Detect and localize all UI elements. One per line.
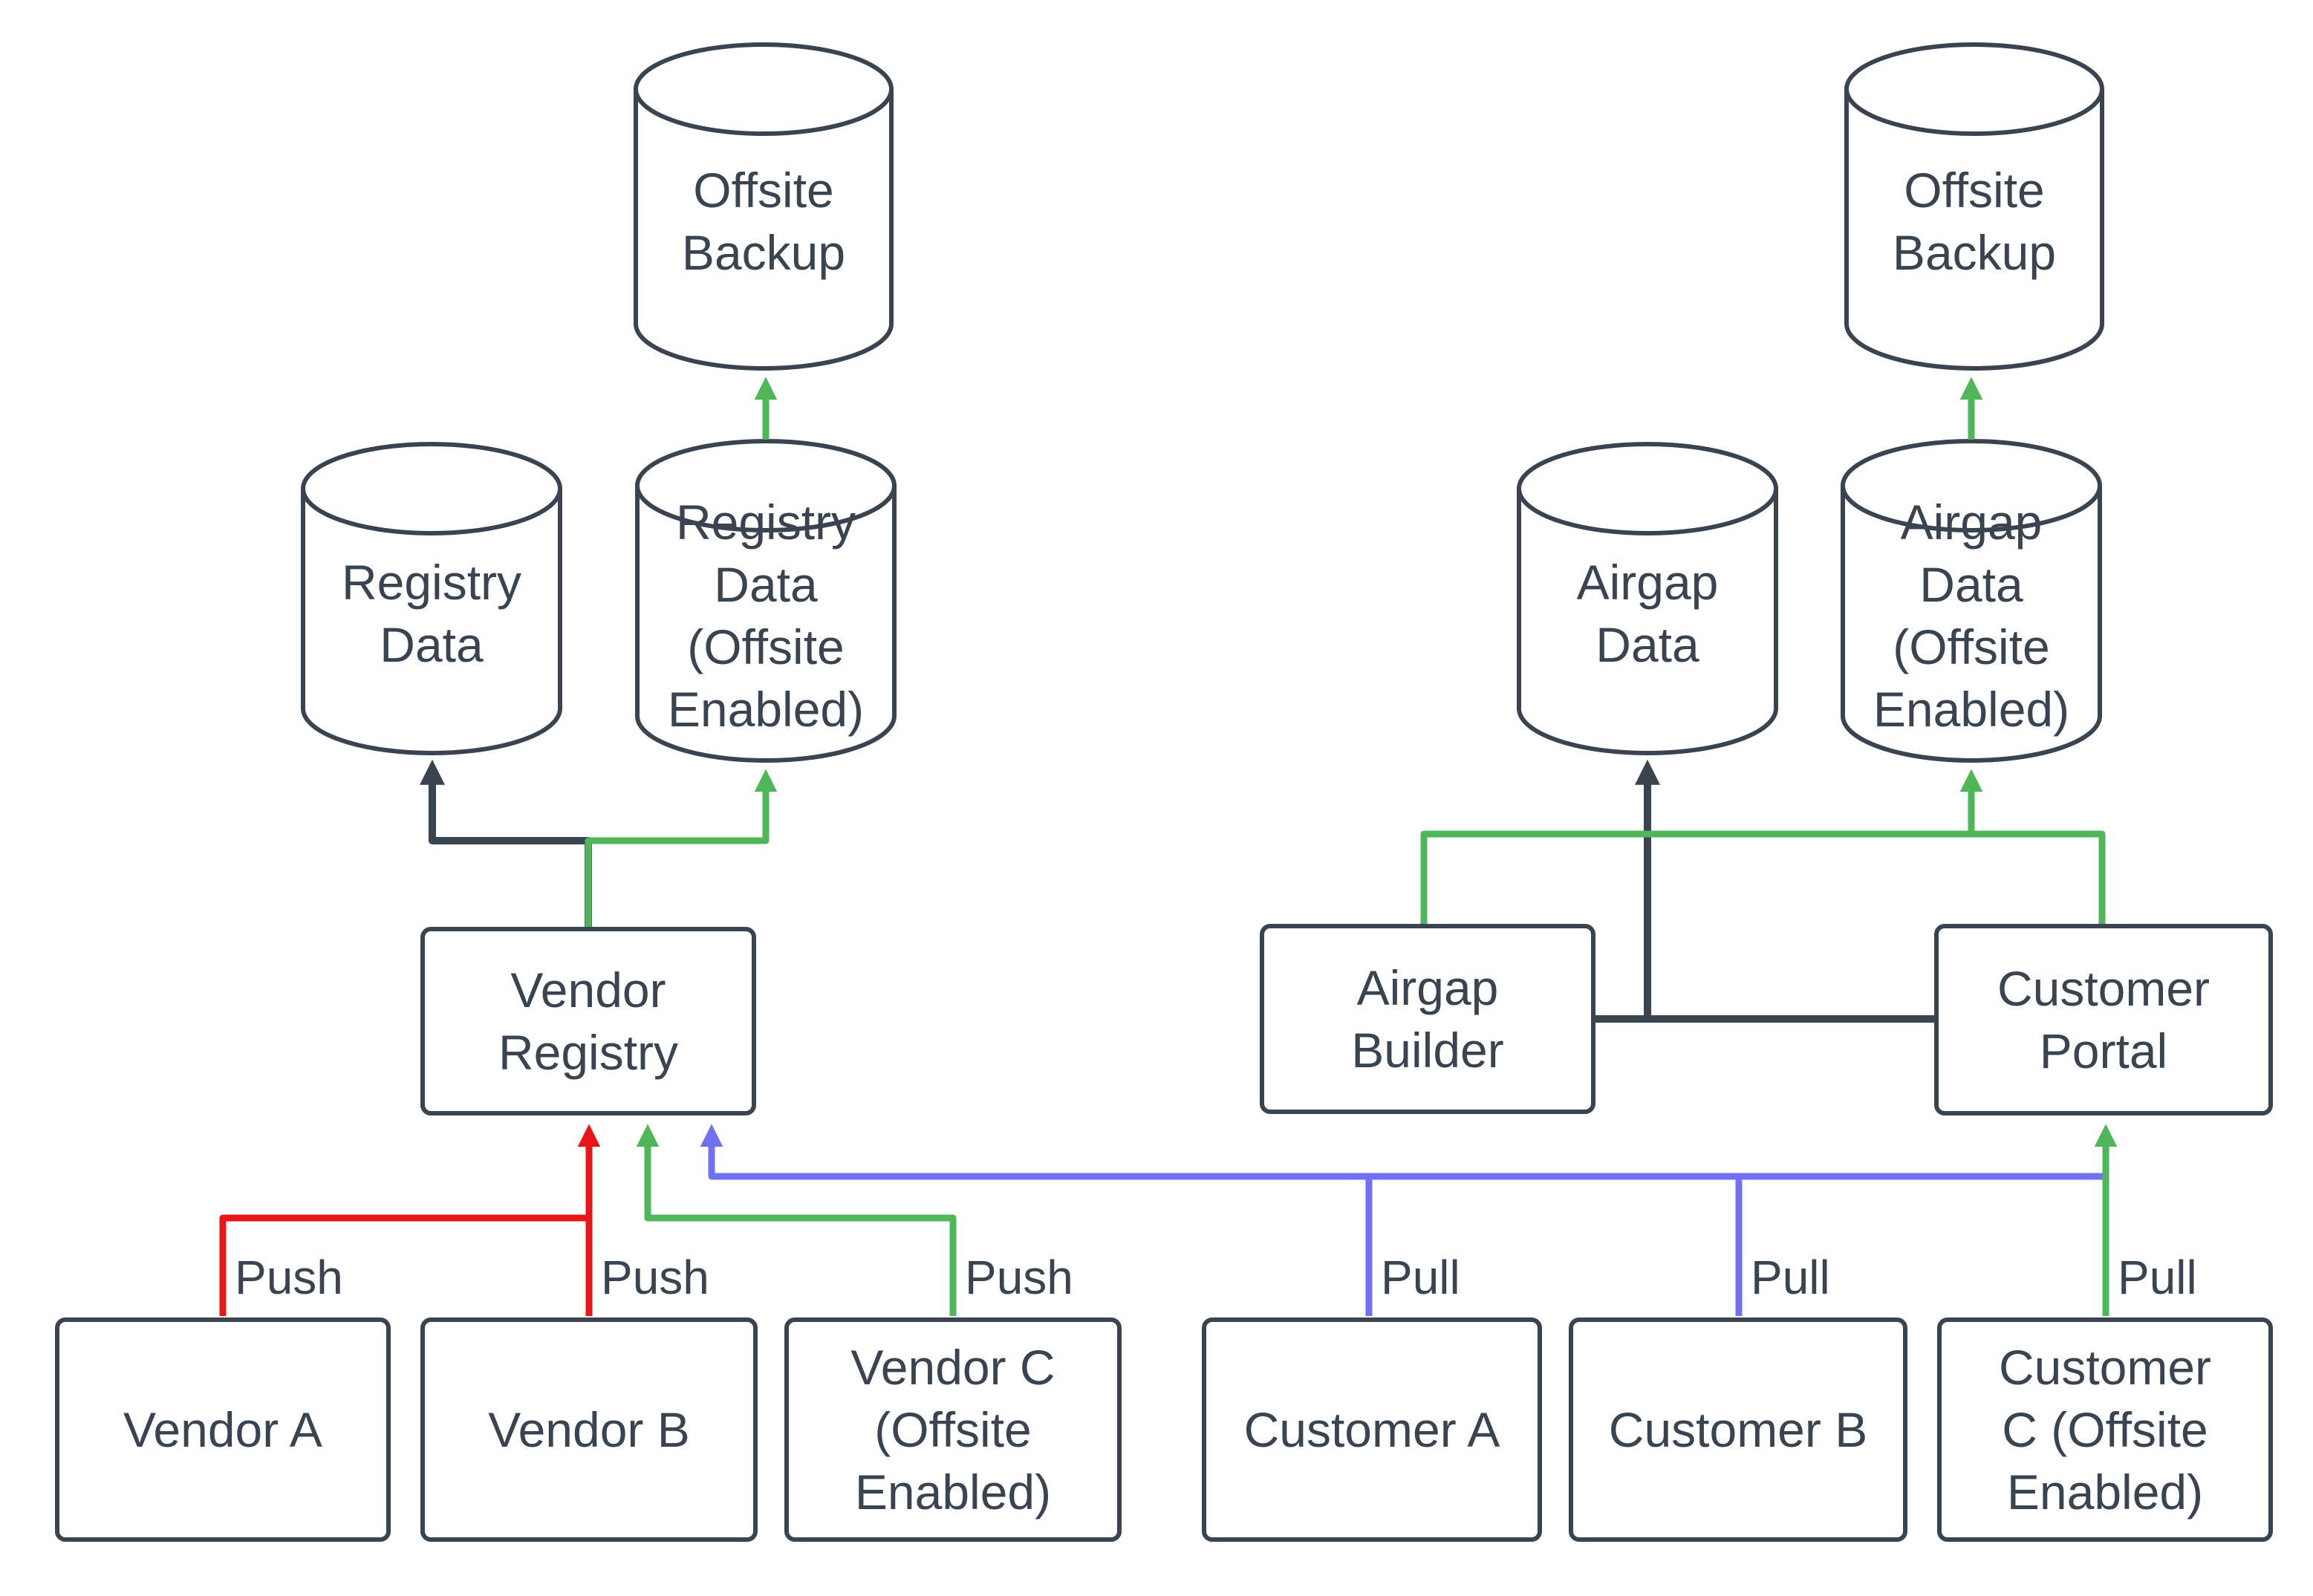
edge-pull-to-vendor-registry [700,1124,2105,1180]
label-offsite-backup-left: Offsite Backup [681,163,846,280]
node-vendor-b: Vendor B [420,1317,758,1542]
node-customer-b: Customer B [1569,1317,1907,1542]
label-registry-data: Registry Data [341,555,522,672]
edge-label-pull-customer-b: Pull [1751,1251,1830,1304]
node-customer-portal: Customer Portal [1934,924,2273,1115]
edge-registry-to-registry-data-offsite [585,769,778,930]
label-offsite-backup-right: Offsite Backup [1892,163,2057,280]
node-airgap-builder: Airgap Builder [1260,924,1595,1114]
cylinder-registry-data-offsite [635,439,897,763]
edge-push-vendor-a [219,1214,587,1316]
cylinder-offsite-backup-left [634,42,894,371]
edge-label-push-vendor-b: Push [601,1251,709,1304]
cylinder-airgap-data [1517,442,1778,755]
node-customer-a: Customer A [1202,1317,1542,1542]
edge-registry-to-registry-data [419,759,592,930]
label-registry-data-offsite: Registry Data (Offsite Enabled) [667,495,865,737]
node-customer-c: Customer C (Offsite Enabled) [1937,1317,2273,1542]
label-airgap-data: Airgap Data [1576,555,1719,672]
edge-label-pull-customer-c: Pull [2118,1251,2197,1304]
cylinder-offsite-backup-right [1844,42,2104,371]
edge-label-push-vendor-c: Push [965,1251,1073,1304]
edge-push-vendor-c [636,1124,957,1316]
edge-label-pull-customer-a: Pull [1381,1251,1460,1304]
node-vendor-registry: Vendor Registry [420,927,756,1115]
node-vendor-a: Vendor A [55,1317,391,1542]
cylinder-registry-data [301,442,562,755]
edge-label-push-vendor-a: Push [235,1251,343,1304]
edge-builder-portal-green [1420,830,2106,925]
cylinder-airgap-data-offsite [1841,439,2102,763]
label-airgap-data-offsite: Airgap Data (Offsite Enabled) [1873,495,2070,737]
node-vendor-c: Vendor C (Offsite Enabled) [784,1317,1122,1542]
